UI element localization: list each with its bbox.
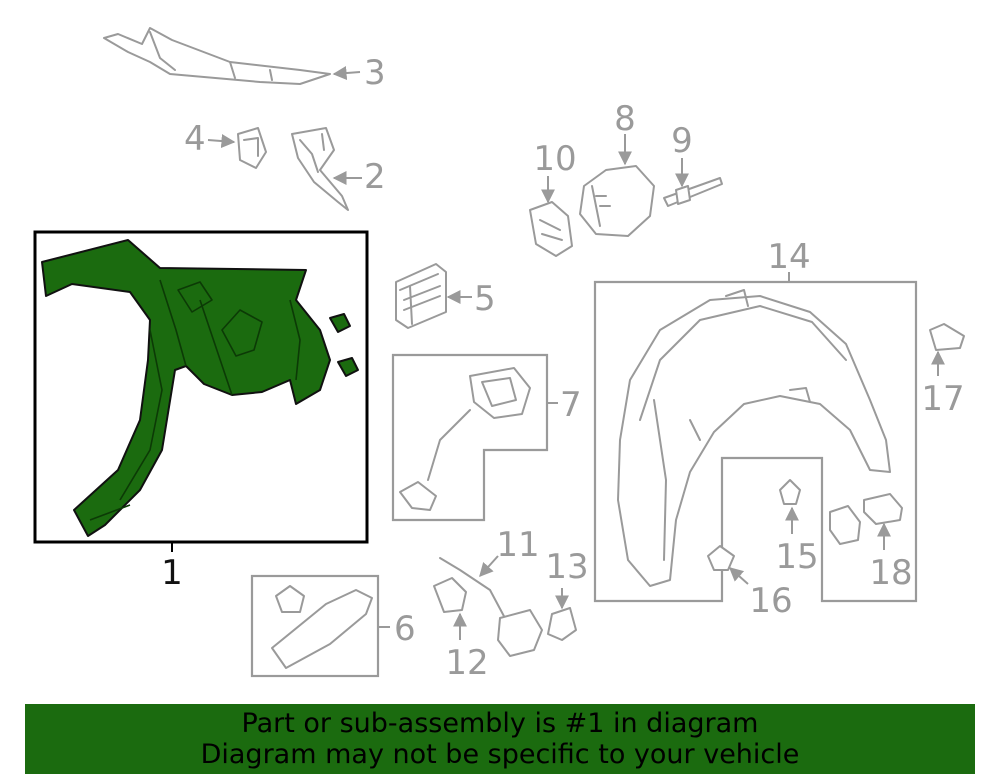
part-15-push-clip[interactable] bbox=[779, 479, 801, 534]
callout-1: 1 bbox=[161, 553, 183, 593]
notice-line-2: Diagram may not be specific to your vehi… bbox=[200, 739, 800, 770]
part-11-wiring-harness[interactable] bbox=[439, 555, 543, 657]
part-5-vent[interactable] bbox=[395, 263, 472, 329]
callout-7: 7 bbox=[560, 385, 582, 425]
part-3-upper-rail-bracket[interactable] bbox=[103, 27, 361, 85]
part-18-bracket[interactable] bbox=[829, 493, 903, 550]
part-16-push-clip[interactable] bbox=[707, 545, 749, 585]
part-14-wheelhouse-liner[interactable] bbox=[593, 272, 918, 603]
callout-10: 10 bbox=[533, 139, 576, 179]
callout-5: 5 bbox=[474, 279, 496, 319]
callout-4: 4 bbox=[184, 119, 206, 159]
callout-15: 15 bbox=[775, 537, 818, 577]
callout-11: 11 bbox=[496, 525, 539, 565]
part-1-highlight-box bbox=[33, 230, 369, 544]
notice-banner: Part or sub-assembly is #1 in diagram Di… bbox=[25, 704, 975, 774]
notice-line-1: Part or sub-assembly is #1 in diagram bbox=[241, 708, 759, 739]
part-4-small-bracket[interactable] bbox=[207, 127, 267, 169]
callout-6: 6 bbox=[394, 609, 416, 649]
part-10-actuator[interactable] bbox=[529, 176, 573, 257]
part-12-connector[interactable] bbox=[433, 577, 467, 640]
part-8-fuel-door[interactable] bbox=[579, 134, 655, 237]
part-6-bracket-assembly[interactable] bbox=[250, 574, 390, 678]
callout-18: 18 bbox=[869, 553, 912, 593]
part-7-fuel-door-housing[interactable] bbox=[391, 353, 558, 522]
callout-2: 2 bbox=[364, 157, 386, 197]
part-1-quarter-panel-highlighted[interactable] bbox=[33, 230, 369, 544]
part-2-pillar-bracket[interactable] bbox=[291, 127, 362, 211]
callout-17: 17 bbox=[921, 379, 964, 419]
callout-9: 9 bbox=[671, 121, 693, 161]
callout-12: 12 bbox=[445, 643, 488, 683]
callout-8: 8 bbox=[614, 99, 636, 139]
callout-13: 13 bbox=[545, 547, 588, 587]
part-9-push-rod[interactable] bbox=[663, 158, 723, 207]
callout-16: 16 bbox=[749, 581, 792, 621]
part-13-connector[interactable] bbox=[547, 588, 577, 641]
callout-14: 14 bbox=[767, 237, 810, 277]
part-17-retainer[interactable] bbox=[929, 323, 965, 376]
callout-3: 3 bbox=[364, 53, 386, 93]
